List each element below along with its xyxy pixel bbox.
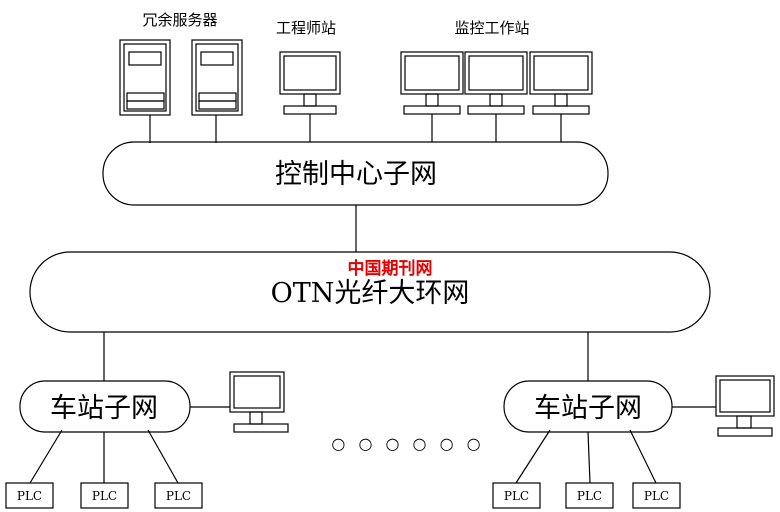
server-icon <box>191 39 243 116</box>
plc-label: PLC <box>577 489 602 503</box>
plc-links-right <box>515 429 657 484</box>
redundant-servers-label: 冗余服务器 <box>142 11 217 29</box>
station-subnet-right-label: 车站子网 <box>534 393 642 424</box>
plc-box <box>492 482 541 509</box>
monitor-icon <box>400 51 464 115</box>
plc-label: PLC <box>644 489 669 503</box>
plc-box <box>565 482 614 509</box>
plc-label: PLC <box>166 489 191 503</box>
station-subnet-left-label: 车站子网 <box>50 393 158 424</box>
plc-label: PLC <box>504 489 529 503</box>
device-connectors <box>149 114 562 143</box>
watermark: 中国期刊网 <box>348 258 433 279</box>
plc-box <box>632 482 681 509</box>
plc-label: PLC <box>92 489 117 503</box>
engineer-station-label: 工程师站 <box>276 19 336 37</box>
monitor-icon <box>229 371 289 433</box>
ellipsis-dots: ○ ○ ○ ○ ○ ○ <box>331 434 484 453</box>
otn-ring <box>29 251 711 333</box>
monitor-stations-label: 监控工作站 <box>454 19 529 37</box>
plc-box <box>154 482 203 509</box>
server-icon <box>119 39 171 116</box>
monitor-icon <box>279 51 341 115</box>
plc-links-left <box>29 429 179 484</box>
monitor-icon <box>715 375 775 437</box>
otn-ring-label: OTN光纤大环网 <box>271 278 470 309</box>
control-center-subnet-label: 控制中心子网 <box>275 159 437 190</box>
plc-label: PLC <box>17 489 42 503</box>
monitor-icon <box>529 51 593 115</box>
plc-box <box>80 482 129 509</box>
plc-box <box>5 482 54 509</box>
monitor-icon <box>464 51 528 115</box>
